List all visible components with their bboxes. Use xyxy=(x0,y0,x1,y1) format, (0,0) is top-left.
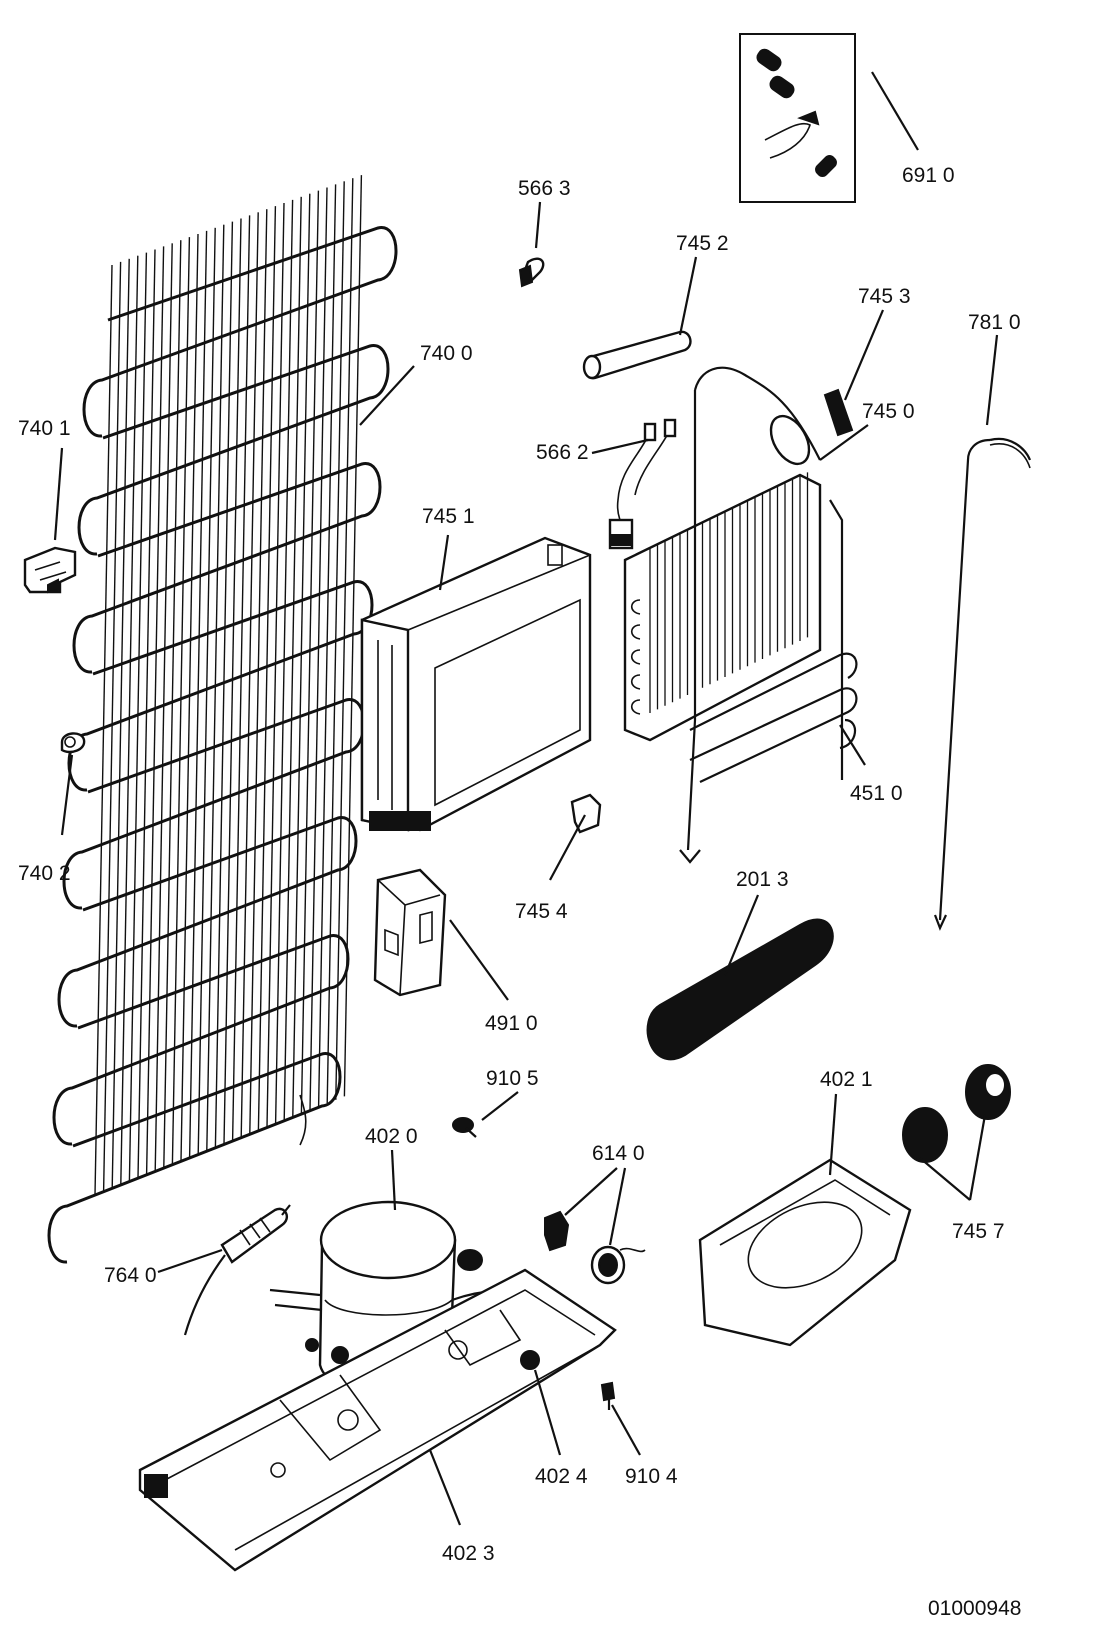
screw-910-4 xyxy=(600,1381,616,1410)
drain-tube xyxy=(933,437,1032,931)
base-plate xyxy=(138,1268,617,1572)
insulation-sleeve xyxy=(646,918,834,1061)
relay-491-0 xyxy=(373,868,447,997)
label-402-0: 402 0 xyxy=(365,1125,418,1148)
leader-lines xyxy=(53,71,999,1526)
label-910-4: 910 4 xyxy=(625,1465,678,1488)
screw-910-5 xyxy=(452,1117,477,1138)
label-764-0: 764 0 xyxy=(104,1264,157,1287)
clip-566-3 xyxy=(518,257,545,288)
element-745-3 xyxy=(823,388,854,437)
component-614-0 xyxy=(544,1210,646,1285)
label-740-2: 740 2 xyxy=(18,862,71,885)
label-745-7: 745 7 xyxy=(952,1220,1005,1243)
part-labels: 691 0 566 3 745 2 745 3 781 0 740 0 740 … xyxy=(18,164,1021,1620)
label-451-0: 451 0 xyxy=(850,782,903,805)
drip-tray xyxy=(698,1158,912,1347)
bracket-745-4 xyxy=(570,793,602,834)
label-910-5: 910 5 xyxy=(486,1067,539,1090)
label-740-0: 740 0 xyxy=(420,342,473,365)
drawing-number: 01000948 xyxy=(928,1597,1021,1620)
connector-566-2 xyxy=(608,418,677,550)
label-745-1: 745 1 xyxy=(422,505,475,528)
condenser-tube-loops xyxy=(47,226,398,1264)
label-201-3: 201 3 xyxy=(736,868,789,891)
label-566-3: 566 3 xyxy=(518,177,571,200)
label-691-0: 691 0 xyxy=(902,164,955,187)
label-491-0: 491 0 xyxy=(485,1012,538,1035)
grommets-745-7 xyxy=(902,1064,1011,1163)
clip-740-2 xyxy=(60,732,86,754)
label-745-3: 745 3 xyxy=(858,285,911,308)
label-614-0: 614 0 xyxy=(592,1142,645,1165)
label-402-1: 402 1 xyxy=(820,1068,873,1091)
evaporator-housing xyxy=(360,536,592,832)
label-402-4: 402 4 xyxy=(535,1465,588,1488)
label-745-0: 745 0 xyxy=(862,400,915,423)
grommet-402-4 xyxy=(520,1350,540,1370)
label-781-0: 781 0 xyxy=(968,311,1021,334)
label-745-2: 745 2 xyxy=(676,232,729,255)
filter-drier xyxy=(183,1204,291,1336)
evaporator-finned-block xyxy=(623,366,858,864)
parts-kit-box xyxy=(739,33,856,203)
tube-745-2 xyxy=(582,330,692,380)
label-740-1: 740 1 xyxy=(18,417,71,440)
clip-740-1 xyxy=(23,546,77,594)
label-566-2: 566 2 xyxy=(536,441,589,464)
label-745-4: 745 4 xyxy=(515,900,568,923)
evaporator-fins xyxy=(649,472,809,713)
condenser-wire-fins xyxy=(94,175,363,1196)
label-402-3: 402 3 xyxy=(442,1542,495,1565)
condenser-coil xyxy=(47,175,398,1264)
